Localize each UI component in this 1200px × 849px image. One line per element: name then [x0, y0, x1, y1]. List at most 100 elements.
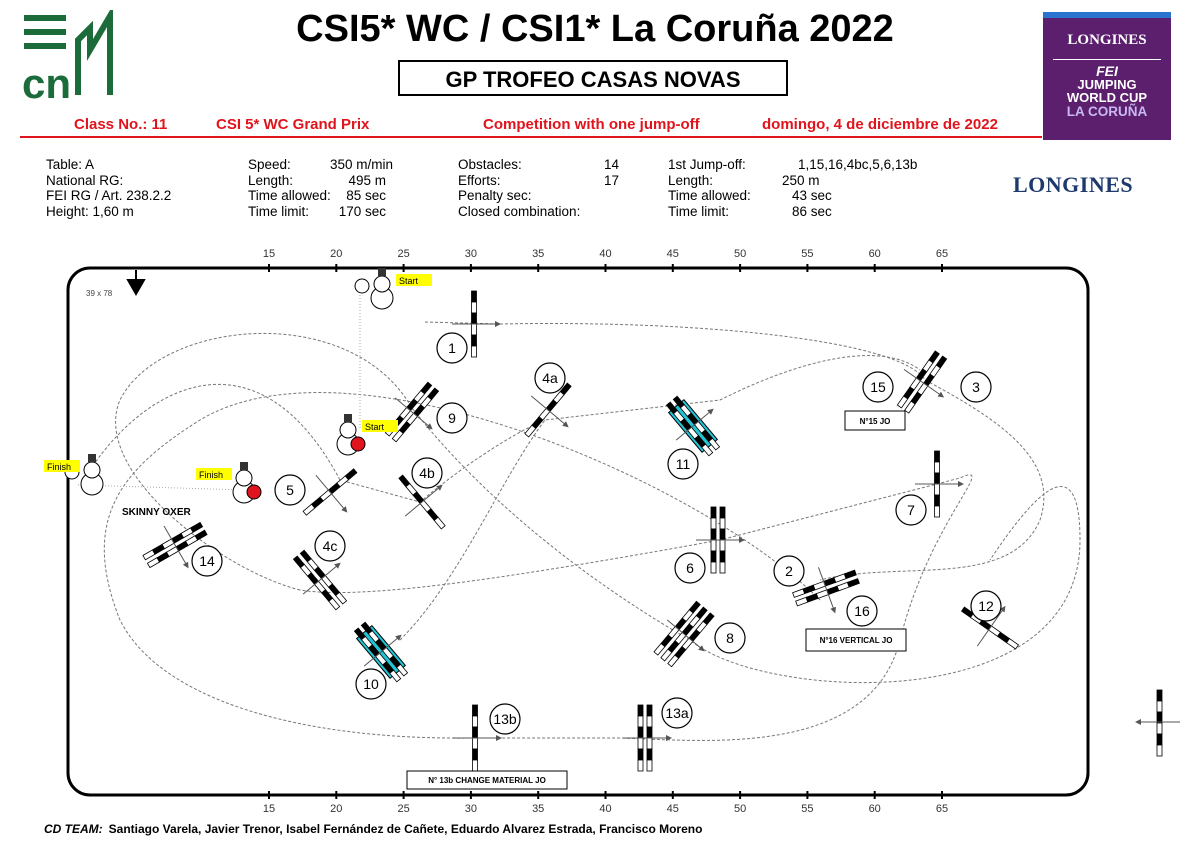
obstacle-number: 1 — [448, 340, 456, 356]
obstacle-number: 3 — [972, 379, 980, 395]
jumpoff-start-marker: Start — [336, 414, 398, 456]
svg-text:cn: cn — [22, 60, 71, 102]
marker-label: Start — [399, 276, 419, 286]
svg-text:N° 13b CHANGE MATERIAL JO: N° 13b CHANGE MATERIAL JO — [428, 776, 546, 785]
scale-label-top: 15 — [263, 248, 275, 260]
scale-label-top: 65 — [936, 248, 948, 260]
marker-label: Finish — [47, 462, 71, 472]
obstacle-number: 9 — [448, 410, 456, 426]
scale-label-bottom: 40 — [599, 803, 611, 815]
scale-label-top: 35 — [532, 248, 544, 260]
scale-label-top: 25 — [397, 248, 409, 260]
arena-border — [66, 266, 1090, 797]
class-number: Class No.: 11 — [74, 116, 168, 133]
obstacle-number: 13a — [665, 705, 689, 721]
marker-label: Start — [365, 422, 385, 432]
scale-label-bottom: 45 — [667, 803, 679, 815]
longines-logo: LONGINES — [1013, 172, 1134, 197]
obstacle-number: 7 — [907, 502, 915, 518]
info-labels-speed: Speed:Length:Time allowed:Time limit: — [248, 157, 331, 219]
scale-label-bottom: 20 — [330, 803, 342, 815]
scale-label-bottom: 25 — [397, 803, 409, 815]
obstacle-1: 1 — [436, 290, 501, 364]
scale-label-top: 50 — [734, 248, 746, 260]
finish-line — [77, 484, 246, 491]
info-labels-jumpoff: 1st Jump-off:Length:Time allowed:Time li… — [668, 157, 751, 219]
obstacle-number: 2 — [785, 563, 793, 579]
obstacle-4a: 4a — [524, 362, 572, 438]
scale-label-bottom: 35 — [532, 803, 544, 815]
obstacle-8: 8 — [653, 600, 746, 668]
scale-label-top: 60 — [869, 248, 881, 260]
obstacle-12: 12 — [960, 590, 1020, 650]
obstacle-14: 14 — [142, 521, 223, 577]
scale-label-top: 45 — [667, 248, 679, 260]
obstacle-6: 6 — [674, 506, 745, 584]
finish-marker: Finish — [44, 454, 104, 496]
fei-world-cup-badge: LONGINES FEI JUMPING WORLD CUP LA CORUÑA — [1043, 12, 1171, 140]
info-labels-obstacles: Obstacles:Efforts:Penalty sec:Closed com… — [458, 157, 581, 219]
sign-16-vertical-jo: N°16 VERTICAL JO — [805, 628, 907, 652]
obstacle-10: 10 — [353, 621, 409, 700]
entry-arrow-icon — [126, 270, 146, 297]
obstacle-11: 11 — [665, 395, 721, 480]
cd-team: CD TEAM:Santiago Varela, Javier Trenor, … — [44, 822, 703, 836]
obstacle-5: 5 — [274, 468, 358, 516]
scale-label-bottom: 60 — [869, 803, 881, 815]
scale-label-bottom: 30 — [465, 803, 477, 815]
scale-label-top: 20 — [330, 248, 342, 260]
arena-size: 39 x 78 — [86, 289, 113, 298]
obstacle-4b: 4b — [398, 457, 446, 530]
obstacle-3: 3 — [960, 371, 992, 403]
scale-label-bottom: 65 — [936, 803, 948, 815]
svg-text:N°16 VERTICAL JO: N°16 VERTICAL JO — [820, 636, 893, 645]
scale-label-bottom: 55 — [801, 803, 813, 815]
skinny-oxer-label: SKINNY OXER — [122, 507, 191, 518]
class-subtitle: GP TROFEO CASAS NOVAS — [398, 60, 788, 96]
svg-text:N°15 JO: N°15 JO — [860, 417, 891, 426]
obstacle-7: 7 — [895, 450, 964, 526]
sign-15-jo: N°15 JO — [844, 410, 906, 431]
obstacle-number: 16 — [854, 603, 870, 619]
obstacle-number: 5 — [286, 482, 294, 498]
course-track — [89, 321, 1081, 741]
obstacle-9: 9 — [384, 381, 468, 443]
obstacle-number: 10 — [363, 676, 379, 692]
obstacle-13b: 13b — [453, 703, 521, 772]
scale-label-bottom: 50 — [734, 803, 746, 815]
obstacle-number: 12 — [978, 598, 994, 614]
event-date: domingo, 4 de diciembre de 2022 — [762, 116, 998, 133]
marker-label: Finish — [199, 470, 223, 480]
obstacle-number: 13b — [493, 711, 517, 727]
scale-label-top: 30 — [465, 248, 477, 260]
obstacle-number: 8 — [726, 630, 734, 646]
header-divider — [20, 136, 1042, 138]
obstacle-number: 11 — [676, 456, 691, 472]
obstacle-number: 14 — [199, 553, 215, 569]
obstacle-number: 6 — [686, 560, 694, 576]
page-title: CSI5* WC / CSI1* La Coruña 2022 — [296, 8, 894, 50]
obstacle-2: 2 — [773, 555, 860, 614]
course-plan: 39 x 78 1 15 3 4a 9 11 7 4b 5 4c 14 6 2 16 12 8 10 13b 13a… — [44, 248, 1180, 815]
obstacle-4c: 4c — [292, 530, 348, 611]
cn-logo: cn — [22, 10, 113, 102]
scale-label-top: 55 — [801, 248, 813, 260]
jumpoff-finish-marker: Finish — [196, 462, 262, 504]
obstacle-16: 16 — [846, 595, 878, 627]
scale-label-top: 40 — [599, 248, 611, 260]
obstacle-number: 4a — [542, 370, 558, 386]
class-name: CSI 5* WC Grand Prix — [216, 116, 370, 133]
scale-label-bottom: 15 — [263, 803, 275, 815]
scale-ticks — [268, 264, 943, 799]
sign-13b-change-material-jo: N° 13b CHANGE MATERIAL JO — [406, 770, 568, 790]
obstacle-number: 15 — [870, 379, 886, 395]
obstacle-13a: 13a — [623, 697, 693, 772]
side-entry-marker — [1135, 689, 1180, 757]
obstacle-15: 15 — [862, 350, 948, 414]
obstacle-number: 4c — [323, 538, 338, 554]
competition-type: Competition with one jump-off — [483, 116, 700, 133]
